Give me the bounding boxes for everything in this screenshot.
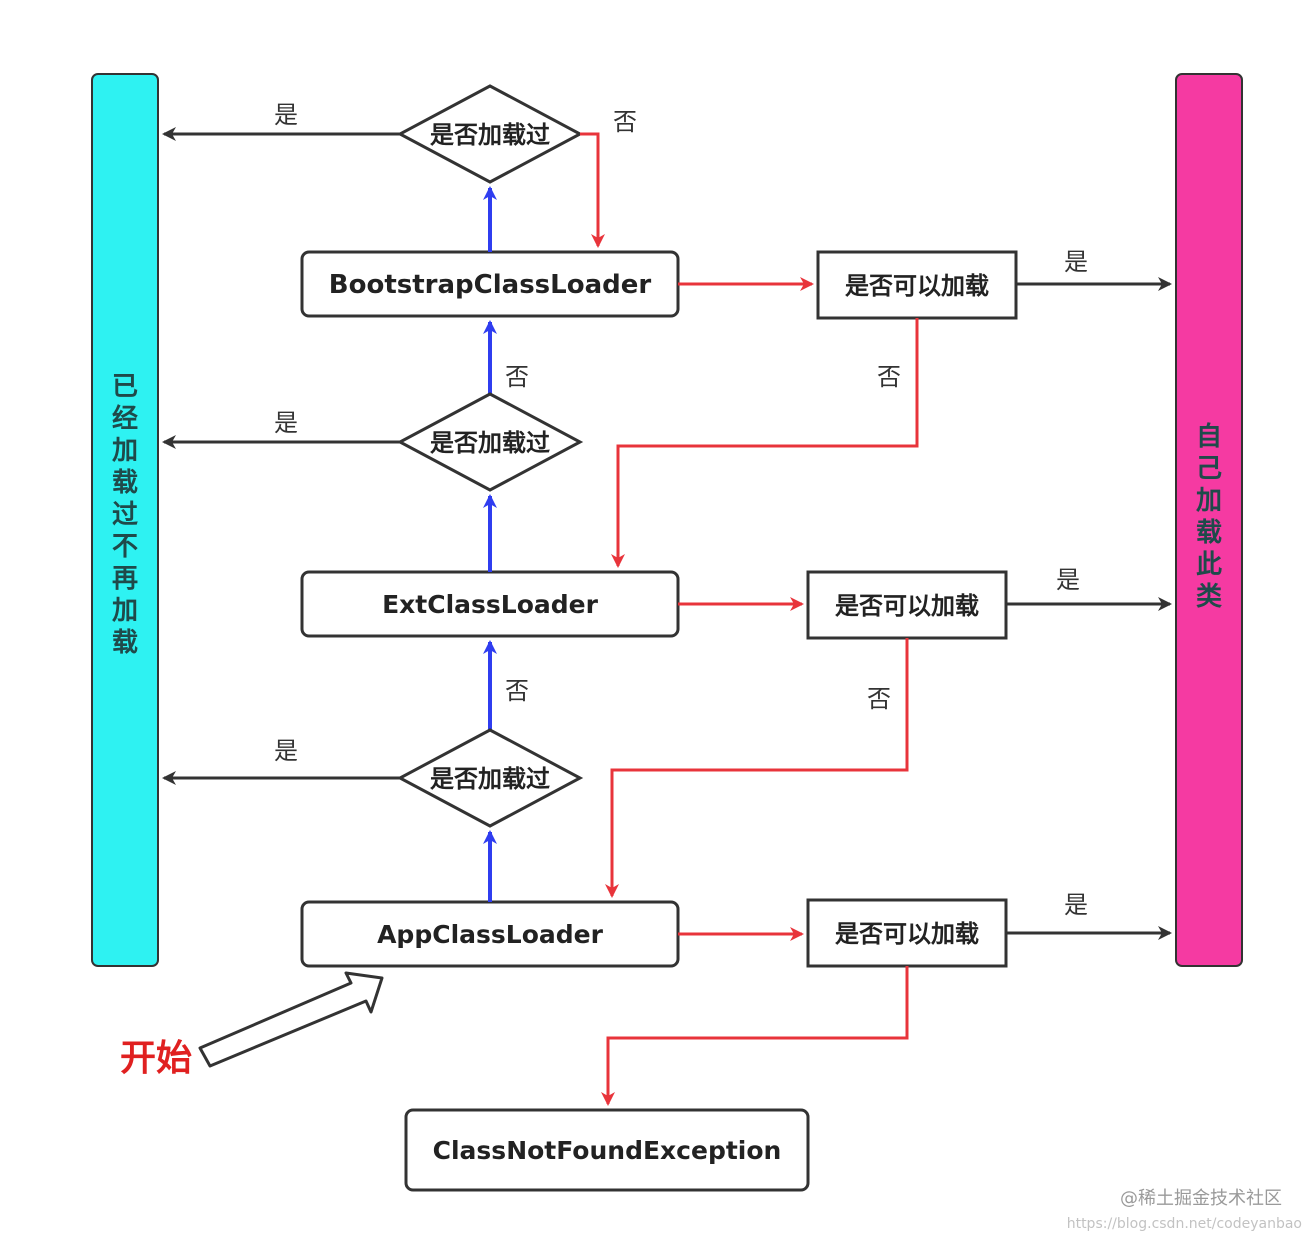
bar-char: 加 xyxy=(112,436,138,466)
label-no-bottom-up: 否 xyxy=(505,677,529,705)
bar-char: 载 xyxy=(112,628,138,658)
bar-char: 载 xyxy=(1196,518,1222,548)
label-no-canload-top: 否 xyxy=(877,363,901,391)
label-yes-top: 是 xyxy=(274,101,298,129)
right-bar-label: 自己加载此类 xyxy=(1196,421,1222,612)
bar-char: 再 xyxy=(112,564,138,594)
bar-char: 自 xyxy=(1196,421,1222,452)
label-yes-mid: 是 xyxy=(274,409,298,437)
decision-loaded-bottom-text: 是否加载过 xyxy=(430,765,550,793)
label-yes-canload-mid: 是 xyxy=(1056,566,1080,594)
decision-loaded-mid xyxy=(396,392,584,492)
decision-can-load-mid xyxy=(806,570,1008,640)
watermark-line2: https://blog.csdn.net/codeyanbao xyxy=(1067,1216,1302,1232)
start-label: 开始 xyxy=(120,1038,192,1079)
bar-char: 此 xyxy=(1196,550,1222,580)
decision-can-load-top-text: 是否可以加载 xyxy=(845,272,989,300)
label-no-top: 否 xyxy=(613,108,637,136)
exception-text: ClassNotFoundException xyxy=(433,1136,782,1165)
bar-char: 载 xyxy=(112,468,138,498)
decision-loaded-bottom xyxy=(396,728,584,828)
bar-char: 过 xyxy=(112,500,138,530)
decision-loaded-top-text: 是否加载过 xyxy=(430,121,550,149)
bar-char: 加 xyxy=(1196,486,1222,516)
bar-char: 加 xyxy=(112,596,138,626)
ext-classloader-text: ExtClassLoader xyxy=(382,590,599,619)
label-yes-bottom: 是 xyxy=(274,737,298,765)
arrow-canload-bottom-no xyxy=(601,966,909,1106)
left-bar-label: 已经加载过不再加载 xyxy=(112,372,138,658)
decision-can-load-bottom-text: 是否可以加载 xyxy=(835,920,979,948)
decision-can-load-bottom xyxy=(806,898,1008,968)
exception-box xyxy=(404,1108,810,1192)
right-bar-load-self xyxy=(1175,73,1243,967)
bar-char: 己 xyxy=(1196,454,1222,484)
left-bar-already-loaded xyxy=(91,73,159,967)
arrow-top-no-down xyxy=(580,132,605,248)
start-arrow xyxy=(198,971,384,1068)
bootstrap-classloader-text: BootstrapClassLoader xyxy=(329,270,652,300)
app-classloader-text: AppClassLoader xyxy=(377,920,604,949)
arrow-canload-top-no xyxy=(611,318,919,568)
bar-char: 已 xyxy=(112,372,138,402)
bar-char: 类 xyxy=(1196,582,1222,612)
decision-can-load-mid-text: 是否可以加载 xyxy=(835,592,979,620)
bar-char: 不 xyxy=(112,532,138,562)
watermark-line1: @稀土掘金技术社区 xyxy=(1120,1188,1282,1209)
arrow-canload-mid-no xyxy=(605,638,909,898)
label-no-mid-up: 否 xyxy=(505,363,529,391)
decision-can-load-top xyxy=(816,250,1018,320)
decision-loaded-top xyxy=(396,84,584,184)
label-no-canload-mid: 否 xyxy=(867,685,891,713)
decision-loaded-mid-text: 是否加载过 xyxy=(430,429,550,457)
bar-char: 经 xyxy=(112,403,138,434)
label-yes-canload-bottom: 是 xyxy=(1064,891,1088,919)
label-yes-canload-top: 是 xyxy=(1064,248,1088,276)
